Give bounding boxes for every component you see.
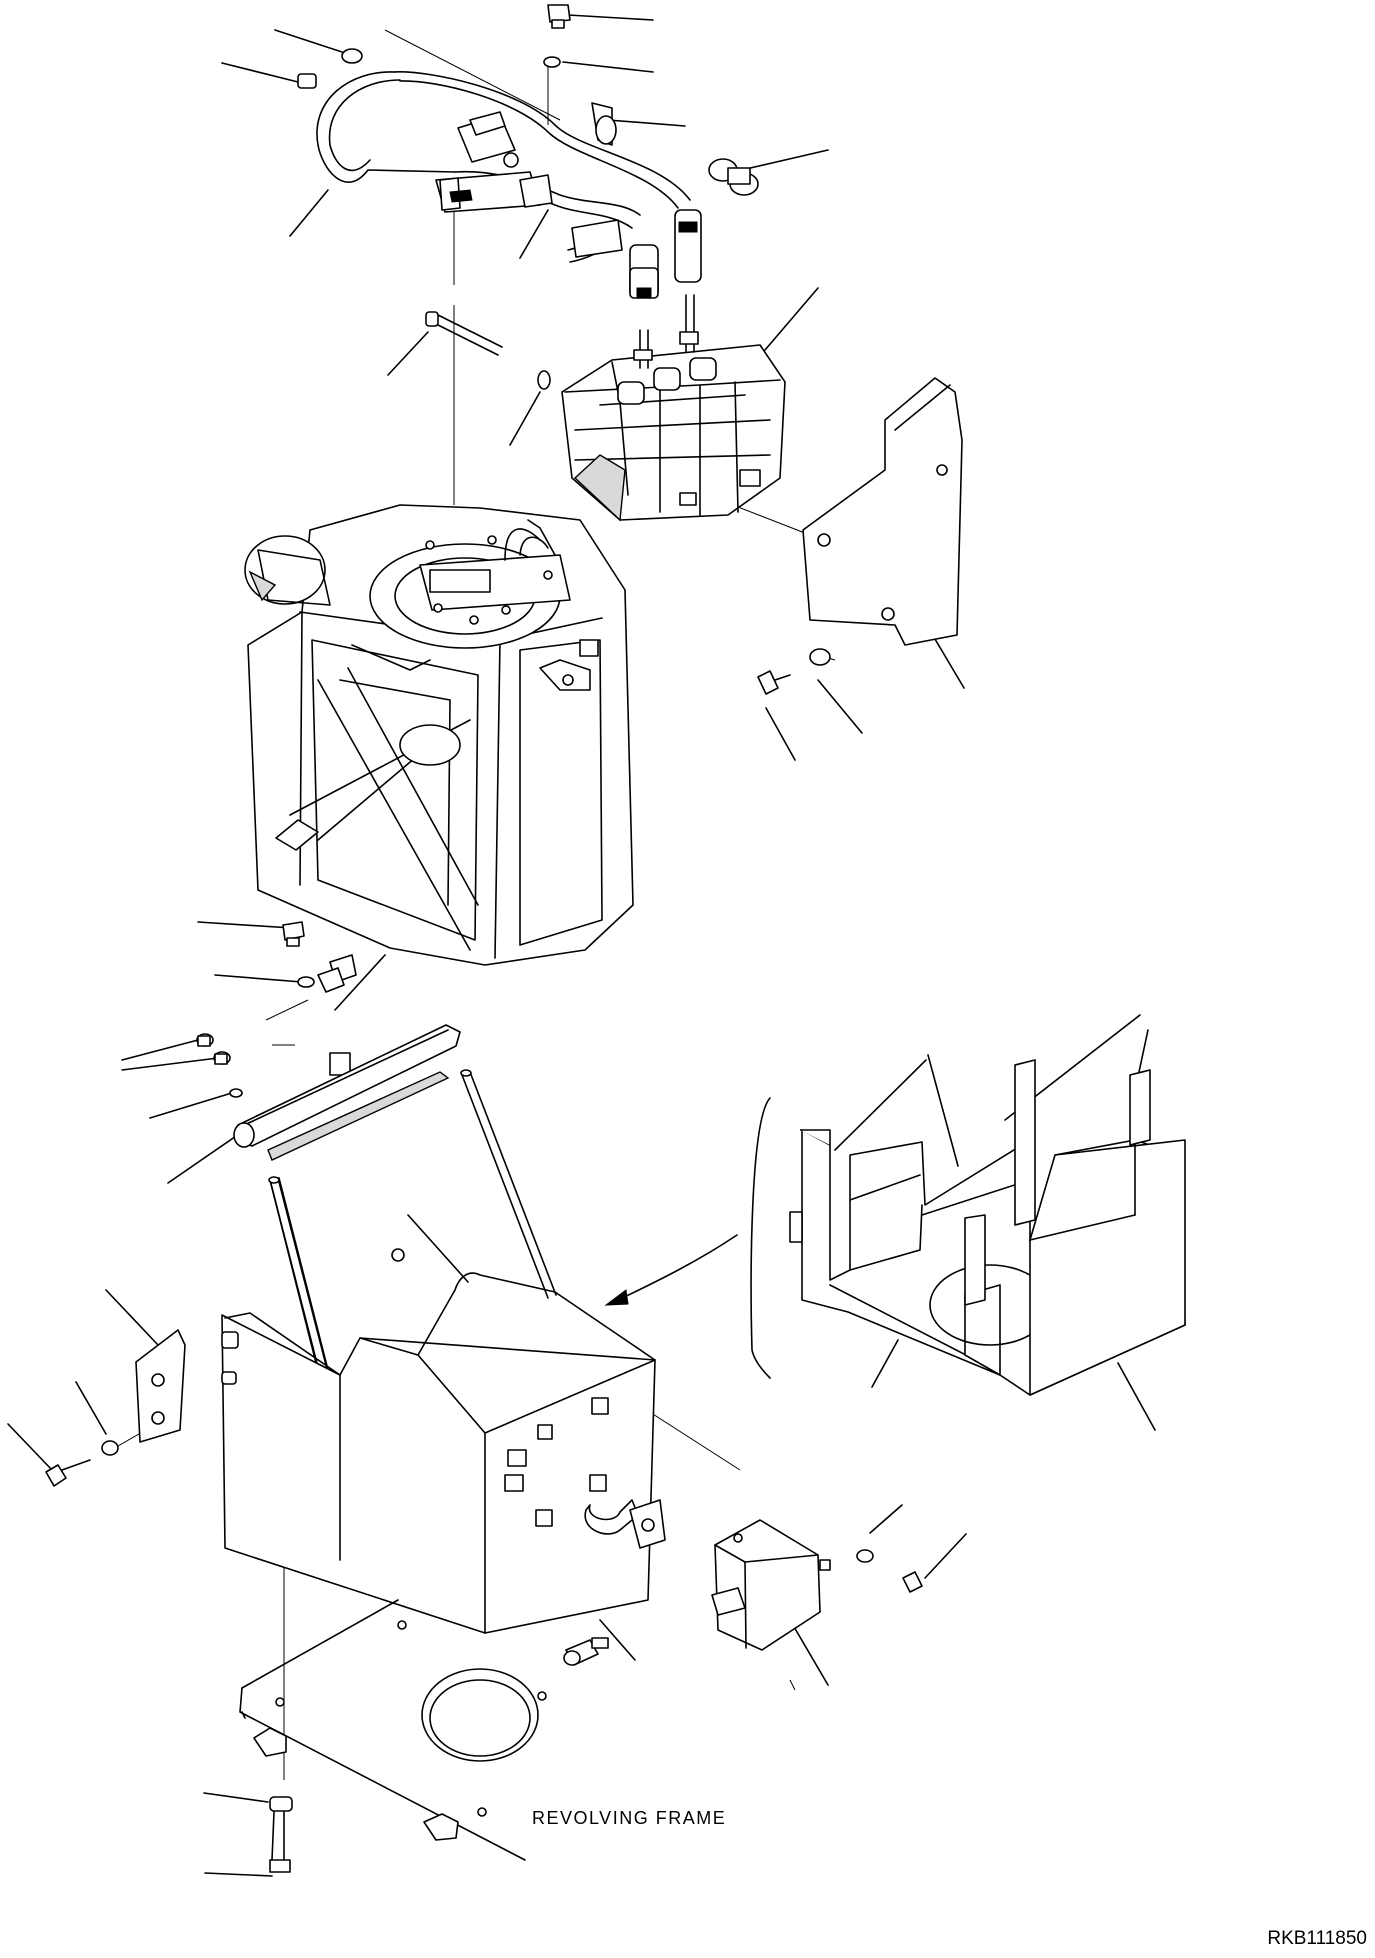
cover-plate <box>803 378 962 645</box>
control-box <box>712 1520 830 1650</box>
connectors <box>436 112 701 298</box>
clamp-small <box>318 955 356 1075</box>
clip <box>592 103 616 145</box>
clamp-bar <box>234 1025 460 1160</box>
bracket <box>136 1330 185 1442</box>
bolt-top <box>544 5 570 67</box>
revolving-frame-label: REVOLVING FRAME <box>532 1808 727 1828</box>
guard-frame <box>606 1060 1185 1395</box>
revolving-frame-plate <box>240 1600 546 1872</box>
bracket-fasteners <box>46 1441 118 1486</box>
level-sensor <box>564 1638 608 1665</box>
control-box-fasteners <box>857 1550 922 1592</box>
fasteners-left <box>197 922 314 1097</box>
support-box <box>222 1249 665 1633</box>
long-bolt <box>426 312 550 389</box>
plate-bolt <box>758 649 830 694</box>
tank <box>245 505 633 965</box>
wiring-harness <box>317 72 690 262</box>
bolt-top-left <box>298 49 362 88</box>
sensor-unit <box>562 295 785 520</box>
hose-clamp <box>709 159 758 195</box>
drawing-code: RKB111850 <box>1267 1928 1367 1949</box>
